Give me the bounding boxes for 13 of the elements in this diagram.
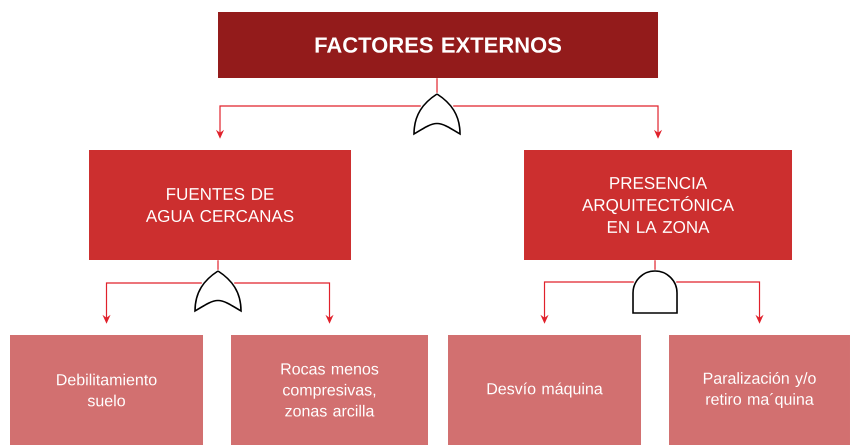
cause-box: Debilitamiento suelo	[10, 335, 203, 445]
cause-box: Paralización y/o retiro ma´quina	[669, 335, 850, 445]
connector-line	[217, 260, 219, 270]
title-box: FACTORES EXTERNOS	[218, 12, 658, 78]
connector-line	[436, 78, 438, 93]
cause-box: Desvío máquina	[448, 335, 641, 445]
or-gate	[413, 93, 461, 135]
cause-box: Rocas menos compresivas, zonas arcilla	[231, 335, 428, 445]
and-gate	[632, 270, 678, 314]
or-gate	[194, 270, 242, 312]
connector-line	[654, 260, 656, 270]
event-box: FUENTES DE AGUA CERCANAS	[89, 150, 351, 260]
event-box: PRESENCIA ARQUITECTÓNICA EN LA ZONA	[524, 150, 792, 260]
